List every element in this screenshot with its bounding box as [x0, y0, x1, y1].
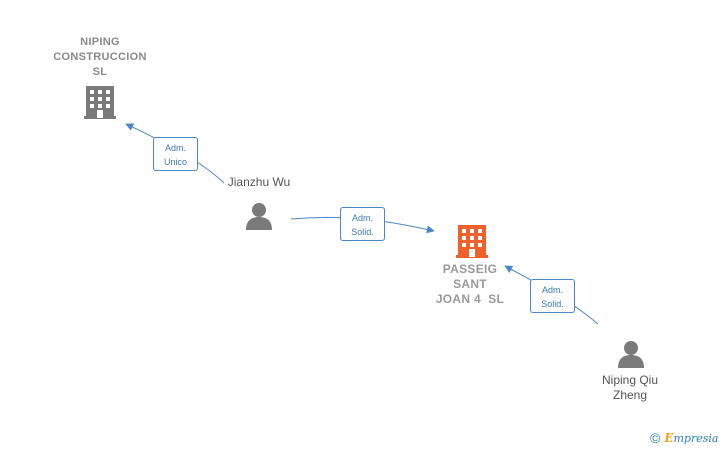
edge-label-line: Unico: [163, 157, 187, 167]
building-icon: [84, 86, 116, 119]
edge-label-line: Solid.: [541, 299, 564, 309]
empresia-watermark: ©Empresia: [650, 430, 728, 448]
edge-label-line: Adm.: [351, 213, 373, 223]
person-icon: [618, 341, 644, 368]
person-label-line: Jianzhu Wu: [227, 175, 291, 189]
company-label-line: NIPING: [80, 36, 120, 48]
edge-label-line: Adm.: [541, 285, 563, 295]
company-niping-construccion[interactable]: NIPING CONSTRUCCION SL: [48, 35, 152, 80]
company-label-line: SANT: [453, 277, 487, 291]
company-passeig-sant-joan[interactable]: PASSEIG SANT JOAN 4 SL: [420, 262, 520, 307]
edge-label-adm-solid: Adm. Solid.: [340, 207, 385, 241]
person-label-line: Zheng: [612, 388, 648, 402]
person-niping-qiu-zheng[interactable]: Niping Qiu Zheng: [585, 373, 675, 403]
edge-label-adm-solid: Adm. Solid.: [530, 279, 575, 313]
company-label-line: SL: [92, 66, 108, 78]
building-icon-main: [456, 225, 488, 258]
brand-logo-letter: E: [664, 431, 674, 445]
edge-label-line: Solid.: [351, 227, 374, 237]
company-label-line: PASSEIG: [442, 262, 498, 276]
person-jianzhu-wu[interactable]: Jianzhu Wu: [214, 175, 304, 190]
brand-logo-text: mpresia: [673, 432, 719, 445]
copyright-symbol: ©: [650, 430, 661, 446]
company-label-line: JOAN 4 SL: [435, 292, 505, 306]
company-label-line: CONSTRUCCION: [53, 51, 147, 63]
person-icon: [246, 203, 272, 230]
person-label-line: Niping Qiu: [601, 373, 659, 387]
edge-label-adm-unico: Adm. Unico: [153, 137, 198, 171]
edge-label-line: Adm.: [164, 143, 186, 153]
